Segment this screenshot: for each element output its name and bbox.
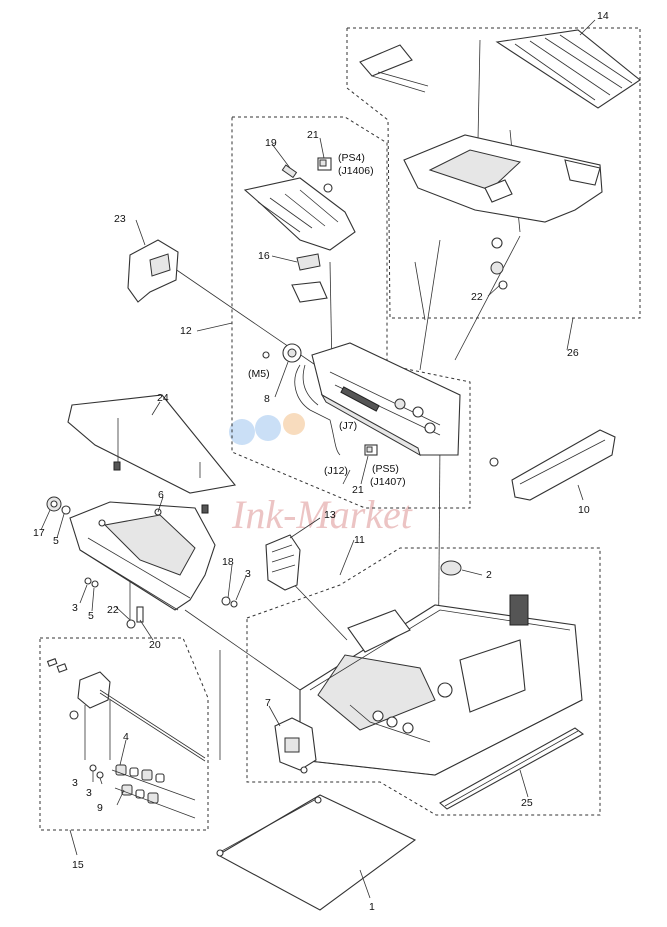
connector-j1407: (J1407) bbox=[370, 476, 406, 488]
part-12-drive-frame[interactable] bbox=[311, 342, 461, 457]
part-5-bushing-left[interactable] bbox=[61, 505, 71, 515]
part-15-roller-assembly[interactable] bbox=[46, 658, 206, 762]
part-11-main-body[interactable] bbox=[299, 594, 583, 776]
part-19-spring[interactable] bbox=[281, 164, 298, 179]
part-8-motor[interactable] bbox=[262, 343, 302, 363]
harness-cables bbox=[294, 364, 341, 456]
callout-3-bottom-b: 3 bbox=[86, 787, 92, 799]
connector-j12: (J12) bbox=[324, 465, 348, 477]
callout-15: 15 bbox=[72, 859, 84, 871]
callout-24: 24 bbox=[157, 392, 169, 404]
part-23-side-cover[interactable] bbox=[127, 239, 179, 303]
part-14-tray-extension[interactable] bbox=[495, 29, 641, 109]
part-26-input-tray[interactable] bbox=[403, 134, 603, 290]
part-17-gear[interactable] bbox=[46, 496, 62, 512]
callout-21-top: 21 bbox=[307, 129, 319, 141]
callout-2: 2 bbox=[486, 569, 492, 581]
part-4-rollers[interactable] bbox=[89, 764, 196, 801]
connector-ps5: (PS5) bbox=[372, 463, 399, 475]
callout-25: 25 bbox=[521, 797, 533, 809]
callout-3-right: 3 bbox=[245, 568, 251, 580]
connector-j1406: (J1406) bbox=[338, 165, 374, 177]
callout-19: 19 bbox=[265, 137, 277, 149]
callout-18: 18 bbox=[222, 556, 234, 568]
part-2-knob[interactable] bbox=[440, 560, 462, 576]
callout-17: 17 bbox=[33, 527, 45, 539]
watermark-text: Ink-Market bbox=[231, 492, 413, 537]
part-upper-guide[interactable] bbox=[243, 177, 356, 251]
watermark-dot-1 bbox=[229, 419, 255, 445]
callout-4: 4 bbox=[123, 731, 129, 743]
part-21-sensor-top[interactable] bbox=[317, 157, 332, 171]
part-25-front-rail[interactable] bbox=[439, 727, 585, 810]
callout-23: 23 bbox=[114, 213, 126, 225]
callout-7: 7 bbox=[265, 697, 271, 709]
callout-11: 11 bbox=[354, 534, 365, 546]
connector-j7: (J7) bbox=[339, 420, 357, 432]
callout-5-lower: 5 bbox=[88, 610, 94, 622]
callout-5-left: 5 bbox=[53, 535, 59, 547]
connector-m5: (M5) bbox=[248, 368, 270, 380]
callout-12: 12 bbox=[180, 325, 192, 337]
watermark-dot-3 bbox=[283, 413, 305, 435]
watermark-dot-2 bbox=[255, 415, 281, 441]
callout-3-bottom-a: 3 bbox=[72, 777, 78, 789]
callout-1: 1 bbox=[369, 901, 375, 913]
assembly-outline-11 bbox=[246, 547, 601, 816]
callout-8: 8 bbox=[264, 393, 270, 405]
connector-ps4: (PS4) bbox=[338, 152, 365, 164]
callout-22-bottom: 22 bbox=[107, 604, 119, 616]
callout-leaders bbox=[40, 19, 596, 899]
part-16-lever[interactable] bbox=[291, 253, 328, 303]
part-21-sensor-lower[interactable] bbox=[364, 444, 499, 467]
part-10-side-rail[interactable] bbox=[511, 429, 616, 501]
assembly-outline-12 bbox=[231, 116, 471, 509]
callout-26: 26 bbox=[567, 347, 579, 359]
callout-3-left: 3 bbox=[72, 602, 78, 614]
callout-6: 6 bbox=[158, 489, 164, 501]
callout-21-bottom: 21 bbox=[352, 484, 364, 496]
callout-10: 10 bbox=[578, 504, 590, 516]
callout-16: 16 bbox=[258, 250, 270, 262]
part-9-rollers[interactable] bbox=[96, 771, 196, 819]
part-24-cover-plate[interactable] bbox=[67, 394, 237, 514]
part-26-paper-guide[interactable] bbox=[359, 44, 429, 93]
small-fasteners[interactable] bbox=[84, 577, 238, 629]
callout-20: 20 bbox=[149, 639, 161, 651]
part-1-bottom-plate[interactable] bbox=[216, 794, 417, 911]
part-13-gear-bracket[interactable] bbox=[265, 534, 301, 591]
callout-14: 14 bbox=[597, 10, 609, 22]
assembly-outline-15 bbox=[39, 637, 209, 831]
watermark: Ink-Market bbox=[229, 413, 413, 537]
callout-9: 9 bbox=[97, 802, 103, 814]
callout-22-top: 22 bbox=[471, 291, 483, 303]
part-7-hinge[interactable] bbox=[274, 717, 317, 774]
callout-13: 13 bbox=[324, 509, 336, 521]
part-6-lower-frame[interactable] bbox=[69, 501, 216, 611]
